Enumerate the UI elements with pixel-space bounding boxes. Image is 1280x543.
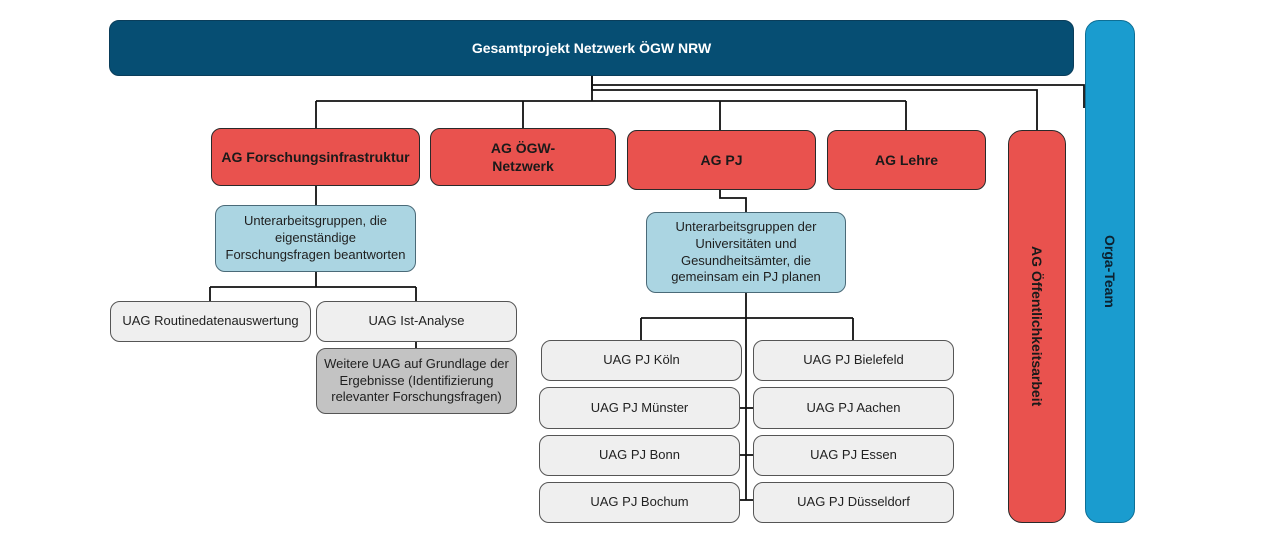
uag-pj-bochum: UAG PJ Bochum [539, 482, 740, 523]
uag-pj-bonn-label: UAG PJ Bonn [599, 447, 680, 463]
pj-subgroups-box: Unterarbeitsgruppen der Universitäten un… [646, 212, 846, 293]
ag-forschungsinfrastruktur: AG Forschungsinfrastruktur [211, 128, 420, 186]
orga-team-label: Orga-Team [1102, 235, 1119, 308]
uag-ist-analyse-label: UAG Ist-Analyse [368, 313, 465, 329]
uag-pj-bochum-label: UAG PJ Bochum [590, 494, 689, 510]
uag-pj-koeln-label: UAG PJ Köln [603, 352, 680, 368]
uag-pj-bonn: UAG PJ Bonn [539, 435, 740, 476]
forschung-subgroups-box: Unterarbeitsgruppen, die eigenständige F… [215, 205, 416, 272]
ag-pj-label: AG PJ [700, 151, 743, 168]
uag-routinedaten-label: UAG Routinedatenauswertung [122, 313, 299, 329]
ag-lehre: AG Lehre [827, 130, 986, 190]
ag-oegw-netzwerk-label: AG ÖGW-Netzwerk [490, 139, 556, 174]
uag-pj-muenster-label: UAG PJ Münster [590, 399, 689, 415]
ag-oegw-netzwerk: AG ÖGW-Netzwerk [430, 128, 616, 186]
uag-pj-duesseldorf: UAG PJ Düsseldorf [753, 482, 954, 523]
forschung-subgroups-label: Unterarbeitsgruppen, die eigenständige F… [225, 213, 406, 262]
uag-pj-aachen-label: UAG PJ Aachen [806, 399, 901, 415]
uag-weitere-label: Weitere UAG auf Grundlage der Ergebnisse… [324, 355, 509, 405]
uag-pj-bielefeld-label: UAG PJ Bielefeld [803, 352, 904, 368]
uag-pj-muenster: UAG PJ Münster [539, 387, 740, 429]
ag-oeffentlichkeitsarbeit-label: AG Öffentlichkeitsarbeit [1029, 246, 1046, 407]
uag-ist-analyse: UAG Ist-Analyse [316, 301, 517, 342]
uag-weitere: Weitere UAG auf Grundlage der Ergebnisse… [316, 348, 517, 414]
pj-subgroups-label: Unterarbeitsgruppen der Universitäten un… [671, 218, 821, 285]
ag-forschungsinfrastruktur-label: AG Forschungsinfrastruktur [221, 148, 410, 165]
uag-pj-duesseldorf-label: UAG PJ Düsseldorf [797, 494, 910, 510]
project-title-box: Gesamtprojekt Netzwerk ÖGW NRW [109, 20, 1074, 76]
project-title: Gesamtprojekt Netzwerk ÖGW NRW [471, 39, 712, 56]
ag-pj: AG PJ [627, 130, 816, 190]
uag-pj-aachen: UAG PJ Aachen [753, 387, 954, 429]
ag-oeffentlichkeitsarbeit: AG Öffentlichkeitsarbeit [1008, 130, 1066, 523]
uag-pj-koeln: UAG PJ Köln [541, 340, 742, 381]
uag-pj-essen-label: UAG PJ Essen [810, 447, 897, 463]
uag-pj-bielefeld: UAG PJ Bielefeld [753, 340, 954, 381]
uag-pj-essen: UAG PJ Essen [753, 435, 954, 476]
ag-lehre-label: AG Lehre [874, 151, 938, 168]
orga-team-box: Orga-Team [1085, 20, 1135, 523]
uag-routinedaten: UAG Routinedatenauswertung [110, 301, 311, 342]
